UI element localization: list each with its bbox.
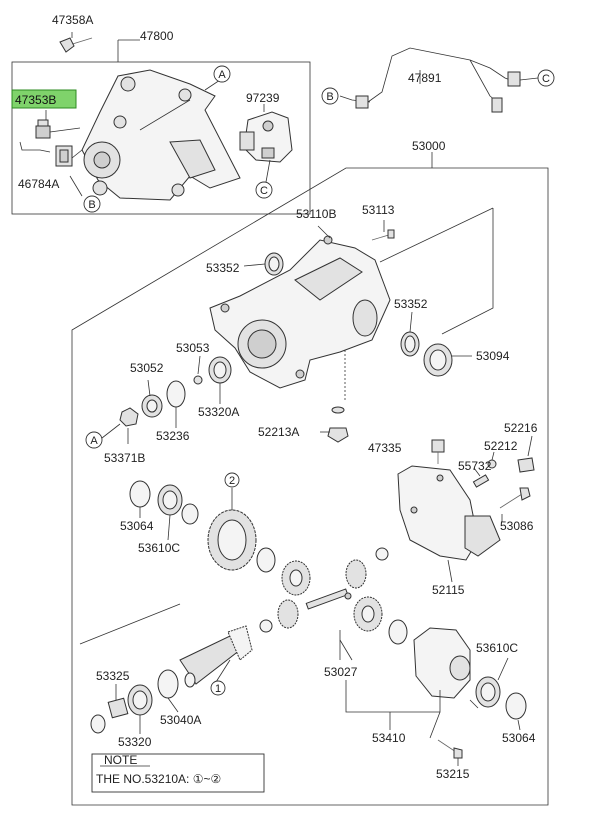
label-47353B[interactable]: 47353B: [15, 93, 56, 107]
pinion-shaft: [305, 588, 349, 610]
washer-side-left: [256, 547, 276, 573]
nut-53371B: [119, 407, 139, 427]
label-52216: 52216: [504, 421, 538, 435]
ring-front: [184, 672, 196, 688]
svg-text:2: 2: [229, 475, 235, 487]
harness-47891: [339, 47, 539, 113]
bolt-53113: [371, 229, 395, 241]
label-53064-right: 53064: [502, 731, 536, 745]
callout-c-left: C: [255, 181, 273, 199]
pin-55732: [472, 474, 490, 488]
bearing-53094: [423, 343, 453, 377]
label-53027: 53027: [324, 665, 358, 679]
callout-b-harness: B: [321, 87, 339, 105]
label-53086: 53086: [500, 519, 534, 533]
label-52115: 52115: [432, 583, 465, 597]
label-55732: 55732: [458, 459, 492, 473]
label-53040A: 53040A: [160, 713, 201, 727]
washer-pinion-top: [375, 547, 389, 561]
ring-53053: [193, 375, 203, 385]
pinion-gear-top: [345, 559, 367, 589]
highlight-47353B: [11, 89, 77, 109]
mount-assembly-frame: [11, 61, 311, 215]
mount-bracket-47800: [81, 69, 241, 201]
label-53064-left: 53064: [120, 519, 154, 533]
svg-text:1: 1: [215, 683, 221, 695]
differential-case: [413, 627, 471, 699]
breather-52216: [517, 457, 535, 473]
sensor-97239: [239, 111, 293, 163]
svg-text:C: C: [542, 73, 550, 85]
label-52212: 52212: [484, 439, 518, 453]
bolt-53086: [499, 487, 531, 509]
label-53371B: 53371B: [104, 451, 145, 465]
label-53410: 53410: [372, 731, 406, 745]
callout-a-nut: A: [85, 431, 103, 449]
shim-53236: [166, 380, 186, 408]
bolt-47358A: [59, 37, 93, 53]
note-title: NOTE: [104, 753, 137, 767]
label-53052: 53052: [130, 361, 164, 375]
pinion-gear-bottom: [277, 599, 299, 629]
note-text: THE NO.53210A: ①~②: [96, 772, 221, 786]
side-gear-left: [281, 560, 311, 596]
note-box: [91, 753, 265, 793]
seal-53064-right: [505, 692, 527, 720]
label-97239: 97239: [246, 91, 280, 105]
label-53610C-right: 53610C: [476, 641, 518, 655]
rear-cover-52115: [397, 465, 501, 561]
label-47335: 47335: [368, 441, 402, 455]
callout-c-harness: C: [537, 69, 555, 87]
washer-side-right: [388, 619, 408, 645]
svg-text:B: B: [326, 91, 333, 103]
ring-gear: [207, 509, 257, 571]
label-53236: 53236: [156, 429, 190, 443]
label-53113: 53113: [362, 203, 395, 217]
callout-2: 2: [224, 472, 240, 488]
callout-1: 1: [210, 680, 226, 696]
label-53000: 53000: [412, 139, 446, 153]
label-52213A: 52213A: [258, 425, 299, 439]
svg-text:A: A: [90, 435, 98, 447]
plug-47335: [431, 439, 445, 464]
shim-left: [181, 503, 199, 525]
plug-52213A: [327, 406, 349, 443]
callout-b-left: B: [83, 195, 101, 213]
shim-53040A: [157, 669, 179, 699]
label-47800: 47800: [140, 29, 174, 43]
label-53610C-left: 53610C: [138, 541, 180, 555]
label-53215: 53215: [436, 767, 470, 781]
label-53320A: 53320A: [198, 405, 239, 419]
bolt-53215: [437, 739, 463, 759]
label-53352-left: 53352: [206, 261, 240, 275]
label-47358A: 47358A: [52, 13, 93, 27]
seal-front: [90, 714, 106, 734]
label-47891: 47891: [408, 71, 442, 85]
label-53053: 53053: [176, 341, 210, 355]
differential-assembly-frame: [71, 167, 549, 806]
collapsible-spacer-53325: [107, 697, 129, 719]
carrier-housing-53110B: [209, 235, 391, 389]
label-53110B: 53110B: [296, 207, 336, 221]
drive-pinion: [179, 625, 253, 685]
callout-a-top: A: [213, 65, 231, 83]
sensor-47353B: [35, 119, 51, 139]
seal-53064-left: [129, 480, 151, 508]
label-53094: 53094: [476, 349, 510, 363]
label-53325: 53325: [96, 669, 130, 683]
label-53352-right: 53352: [394, 297, 428, 311]
label-53320: 53320: [118, 735, 152, 749]
svg-text:B: B: [88, 199, 95, 211]
side-gear-right: [353, 596, 383, 632]
svg-text:C: C: [260, 185, 268, 197]
label-46784A: 46784A: [18, 177, 59, 191]
washer-pinion-bottom: [259, 619, 273, 633]
svg-text:A: A: [218, 69, 226, 81]
harness-46784A: [19, 141, 73, 167]
